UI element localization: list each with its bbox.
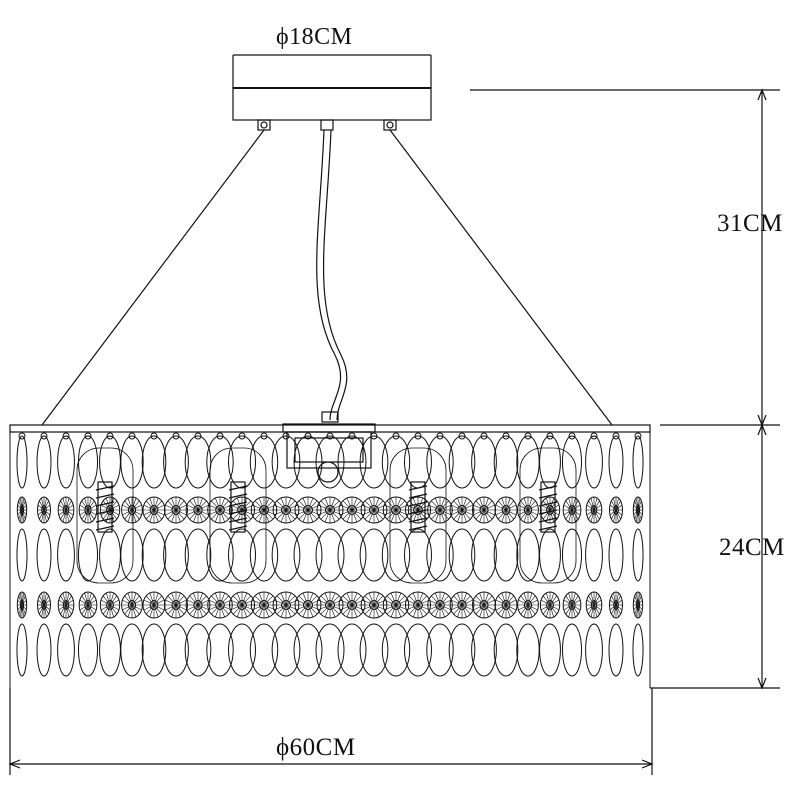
canopy-screw-left <box>257 119 271 131</box>
crystal-shade <box>9 432 651 688</box>
shade-diameter-dimension-line <box>8 688 654 775</box>
height-dimension-line <box>470 88 780 690</box>
ceiling-canopy <box>232 87 432 121</box>
frame-ring <box>9 423 651 483</box>
power-cable <box>316 129 342 421</box>
suspension-height-label: 31CM <box>717 210 783 237</box>
canopy-diameter-dimension-line <box>232 54 432 88</box>
canopy-diameter-label: ϕ18CM <box>276 24 353 50</box>
cable-entry <box>321 411 339 423</box>
shade-diameter-label: ϕ60CM <box>276 734 356 761</box>
suspension-wire-right <box>389 129 613 426</box>
center-junction-box <box>286 431 372 469</box>
canopy-screw-right <box>383 119 397 131</box>
suspension-wire-left <box>41 129 265 426</box>
shade-height-label: 24CM <box>719 534 785 561</box>
cable-grip <box>320 119 334 131</box>
